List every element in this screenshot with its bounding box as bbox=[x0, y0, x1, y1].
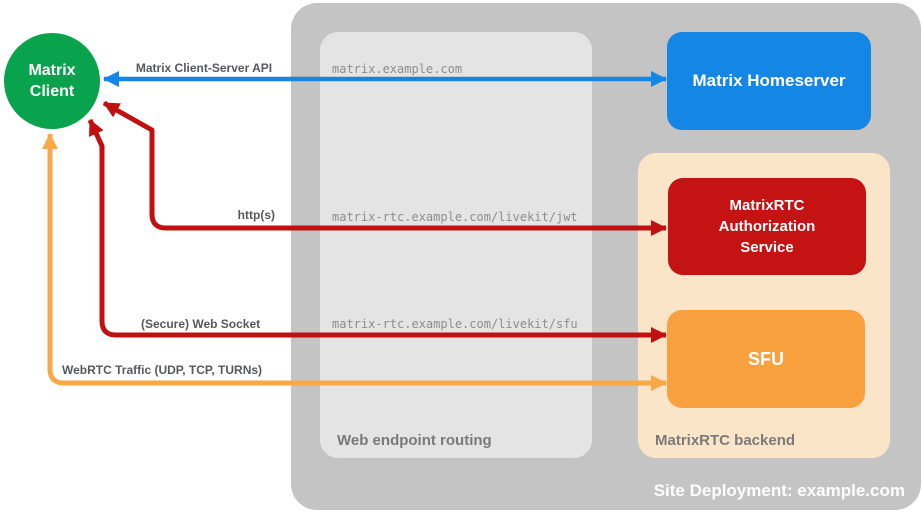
endpoint-livekit-jwt: matrix-rtc.example.com/livekit/jwt bbox=[332, 210, 578, 224]
matrixrtc-authorization-service-label: MatrixRTC Authorization Service bbox=[718, 197, 816, 256]
web-endpoint-routing-title: Web endpoint routing bbox=[337, 432, 492, 449]
matrixrtc-authorization-service-node: MatrixRTC Authorization Service bbox=[668, 178, 866, 275]
matrix-homeserver-node: Matrix Homeserver bbox=[667, 32, 871, 130]
endpoint-livekit-sfu: matrix-rtc.example.com/livekit/sfu bbox=[332, 317, 578, 331]
endpoint-matrix-example-com: matrix.example.com bbox=[332, 62, 463, 76]
matrix-client-node: Matrix Client bbox=[4, 33, 100, 129]
sfu-node: SFU bbox=[667, 310, 865, 408]
https-label: http(s) bbox=[237, 208, 275, 222]
matrixrtc-backend-title: MatrixRTC backend bbox=[655, 432, 796, 449]
site-deployment-title: Site Deployment: example.com bbox=[653, 481, 905, 500]
matrix-client-label: Matrix Client bbox=[28, 62, 76, 100]
websocket-label: (Secure) Web Socket bbox=[141, 317, 261, 331]
sfu-label: SFU bbox=[748, 348, 784, 369]
webrtc-traffic-label: WebRTC Traffic (UDP, TCP, TURNs) bbox=[62, 363, 263, 377]
web-endpoint-routing-container: Web endpoint routing bbox=[320, 32, 592, 458]
client-server-api-label: Matrix Client-Server API bbox=[135, 61, 273, 75]
matrix-homeserver-label: Matrix Homeserver bbox=[692, 71, 846, 90]
